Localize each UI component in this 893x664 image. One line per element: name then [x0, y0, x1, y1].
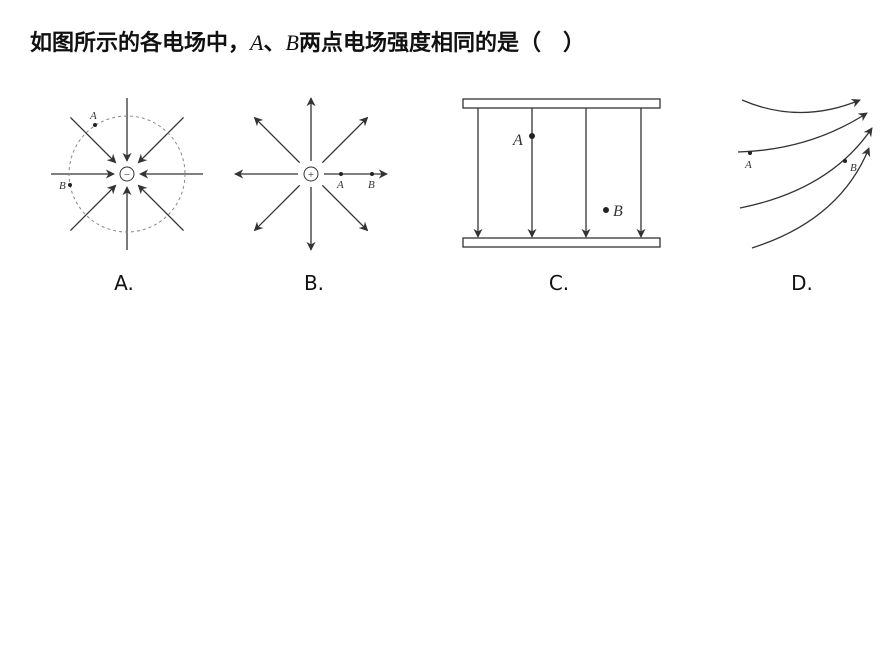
field-line — [69, 184, 117, 232]
option-d-label: D. — [791, 271, 813, 295]
field-line — [253, 184, 301, 232]
point-a: A — [89, 110, 97, 122]
field-line — [253, 116, 301, 164]
point-b: B — [850, 162, 857, 174]
point-a: A — [744, 159, 752, 171]
equipotential-circle — [68, 115, 186, 233]
charge-sign: + — [308, 169, 314, 181]
separator: 、 — [263, 30, 286, 56]
field-line — [321, 116, 369, 164]
point-b: B — [368, 179, 375, 191]
point-a: A — [512, 132, 523, 149]
point-a-label: A — [250, 30, 264, 55]
option-b-label: B. — [304, 271, 324, 295]
figure-a-labels: − A B — [59, 110, 186, 233]
point-b: B — [59, 180, 66, 192]
figure-c-parallel-plates — [462, 98, 661, 248]
top-plate — [462, 98, 661, 109]
charge-sign: − — [124, 169, 130, 181]
question-text: 如图所示的各电场中，A、B两点电场强度相同的是（ ） — [30, 25, 585, 57]
figure-a-negative-charge — [51, 98, 203, 250]
bottom-plate — [462, 237, 661, 248]
option-c-label: C. — [549, 271, 569, 295]
field-line — [137, 116, 185, 164]
point-a: A — [336, 179, 344, 191]
question-suffix: 两点电场强度相同的是（ ） — [298, 30, 585, 56]
figure-b-positive-charge — [234, 97, 388, 251]
point-b: B — [613, 203, 623, 220]
field-line — [137, 184, 185, 232]
positive-charge-icon — [303, 166, 319, 182]
field-line — [69, 116, 117, 164]
question-prefix: 如图所示的各电场中， — [30, 30, 251, 56]
figure-b-labels: + A B — [303, 166, 375, 191]
negative-charge-icon — [119, 166, 135, 182]
field-line — [321, 184, 369, 232]
option-a-label: A. — [114, 271, 134, 295]
point-b-label: B — [285, 30, 299, 55]
figure-d-curved-field-lines — [737, 98, 873, 249]
